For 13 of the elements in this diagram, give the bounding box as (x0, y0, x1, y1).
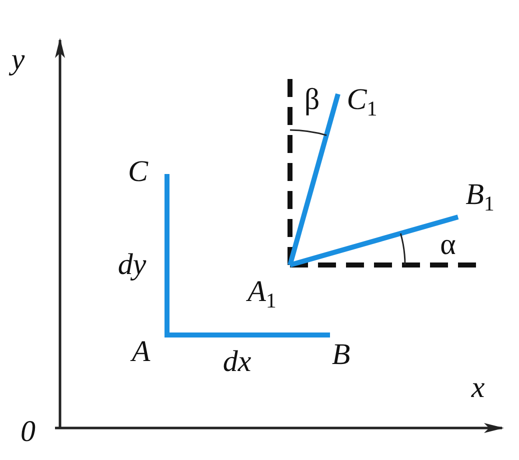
point-label: A$_{1}$ (248, 277, 276, 307)
point-label: A (132, 337, 150, 367)
point-label: C$_{1}$ (346, 85, 378, 115)
axis-label: x (471, 373, 485, 403)
origin-label: 0 (20, 417, 36, 447)
axis-label: y (11, 45, 25, 75)
dimension-label: dx (222, 347, 252, 377)
angle-label: β (304, 85, 320, 115)
angle-label: α (440, 230, 456, 260)
point-label: C (128, 157, 148, 187)
dimension-label: dy (118, 250, 146, 280)
point-label: B (332, 340, 350, 370)
point-label: B$_{1}$ (466, 180, 494, 210)
